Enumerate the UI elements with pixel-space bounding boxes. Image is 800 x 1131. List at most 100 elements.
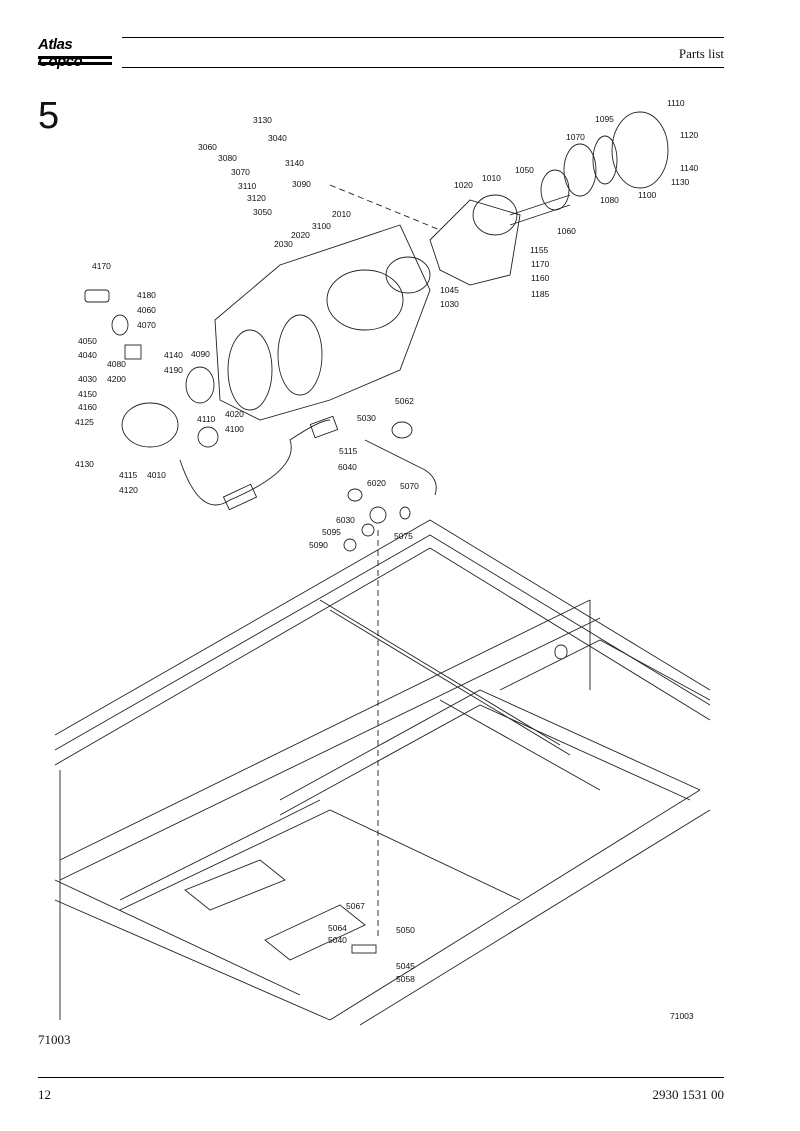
part-callout: 5070 (400, 481, 419, 491)
part-callout: 4040 (78, 350, 97, 360)
part-callout: 4050 (78, 336, 97, 346)
fitting (343, 538, 357, 552)
part-callout: 2030 (274, 239, 293, 249)
part-callout: 4125 (75, 417, 94, 427)
shaft (509, 194, 571, 216)
cover-plate (611, 111, 669, 189)
part-callout: 5090 (309, 540, 328, 550)
frame-cross-member (119, 809, 521, 911)
part-callout: 1120 (680, 130, 699, 140)
part-callout: 4080 (107, 359, 126, 369)
seal-ring (592, 135, 618, 185)
o-ring (197, 426, 219, 448)
part-callout: 5095 (322, 527, 341, 537)
fitting (399, 506, 411, 520)
frame-cross-member (119, 799, 321, 901)
part-callout: 5062 (395, 396, 414, 406)
part-callout: 5040 (328, 935, 347, 945)
part-callout: 3120 (247, 193, 266, 203)
frame-bracket (264, 904, 366, 961)
valve-block (124, 344, 142, 360)
frame-rail (54, 879, 301, 996)
part-callout: 1155 (530, 245, 549, 255)
hose-sleeve (222, 483, 258, 511)
part-callout: 2010 (332, 209, 351, 219)
frame-cross-member (499, 639, 711, 701)
part-callout: 3070 (231, 167, 250, 177)
frame-rail (54, 519, 711, 736)
part-callout: 5075 (394, 531, 413, 541)
part-callout: 6040 (338, 462, 357, 472)
part-callout: 5115 (339, 446, 358, 456)
part-callout: 4180 (137, 290, 156, 300)
part-callout: 3090 (292, 179, 311, 189)
page-title: Parts list (678, 46, 724, 61)
part-callout: 1160 (531, 273, 550, 283)
frame-cross-member (279, 689, 701, 801)
part-callout: 1050 (515, 165, 534, 175)
part-callout: 1100 (638, 190, 657, 200)
inlet-valve-cap (84, 289, 110, 303)
part-callout: 4100 (225, 424, 244, 434)
part-callout: 4170 (92, 261, 111, 271)
part-callout: 2020 (291, 230, 310, 240)
end-cover (429, 199, 521, 286)
part-callout: 3110 (238, 181, 257, 191)
part-callout: 6030 (336, 515, 355, 525)
logo-bar (38, 62, 112, 65)
part-callout: 4070 (137, 320, 156, 330)
part-callout: 4160 (78, 402, 97, 412)
part-callout: 1080 (600, 195, 619, 205)
frame-cross-member (319, 599, 561, 746)
assembly-line (329, 184, 441, 231)
part-callout: 3060 (198, 142, 217, 152)
part-callout: 1070 (566, 132, 585, 142)
compressor-bore (277, 314, 323, 396)
part-callout: 4200 (107, 374, 126, 384)
part-callout: 4030 (78, 374, 97, 384)
part-callout: 3140 (285, 158, 304, 168)
sensor-bracket (351, 944, 377, 954)
drawing-inner-code: 71003 (670, 1011, 694, 1021)
part-callout: 1170 (531, 259, 550, 269)
part-callout: 4010 (147, 470, 166, 480)
callout-labels: 3130 3060 3040 3080 3140 3070 3090 3110 … (75, 100, 699, 1021)
part-callout: 5058 (396, 974, 415, 984)
drawing-code: 71003 (38, 1032, 71, 1047)
bearing-cover (385, 256, 431, 294)
fitting (369, 506, 387, 524)
logo-bar (38, 56, 112, 59)
part-callout: 1130 (671, 177, 690, 187)
frame-hole (554, 644, 568, 660)
part-callout: 3130 (253, 115, 272, 125)
part-callout: 4020 (225, 409, 244, 419)
part-callout: 4120 (119, 485, 138, 495)
compressor-housing (214, 224, 431, 421)
part-callout: 3050 (253, 207, 272, 217)
footer-rule (38, 1077, 724, 1078)
part-callout: 3080 (218, 153, 237, 163)
frame-bracket (184, 859, 286, 911)
compressor-port (326, 269, 404, 331)
inlet-valve-body (121, 402, 179, 448)
frame-cross-member (59, 617, 601, 881)
frame-cross-member (279, 704, 691, 816)
frame-rail (54, 899, 331, 1021)
part-callout: 3100 (312, 221, 331, 231)
clamp (391, 421, 413, 439)
part-callout: 1010 (482, 173, 501, 183)
part-callout: 4150 (78, 389, 97, 399)
part-callout: 4115 (119, 470, 138, 480)
spring (111, 314, 129, 336)
compressor-bore (227, 329, 273, 411)
part-callout: 4090 (191, 349, 210, 359)
part-callout: 1095 (595, 114, 614, 124)
fitting (347, 488, 363, 502)
atlas-copco-logo: Atlas Copco (38, 36, 112, 70)
exploded-view-drawing: 3130 3060 3040 3080 3140 3070 3090 3110 … (54, 100, 711, 1026)
part-callout: 1030 (440, 299, 459, 309)
part-callout: 4190 (164, 365, 183, 375)
part-callout: 1140 (680, 163, 699, 173)
frame-cross-member (439, 699, 601, 791)
end-cover-boss (472, 194, 518, 236)
